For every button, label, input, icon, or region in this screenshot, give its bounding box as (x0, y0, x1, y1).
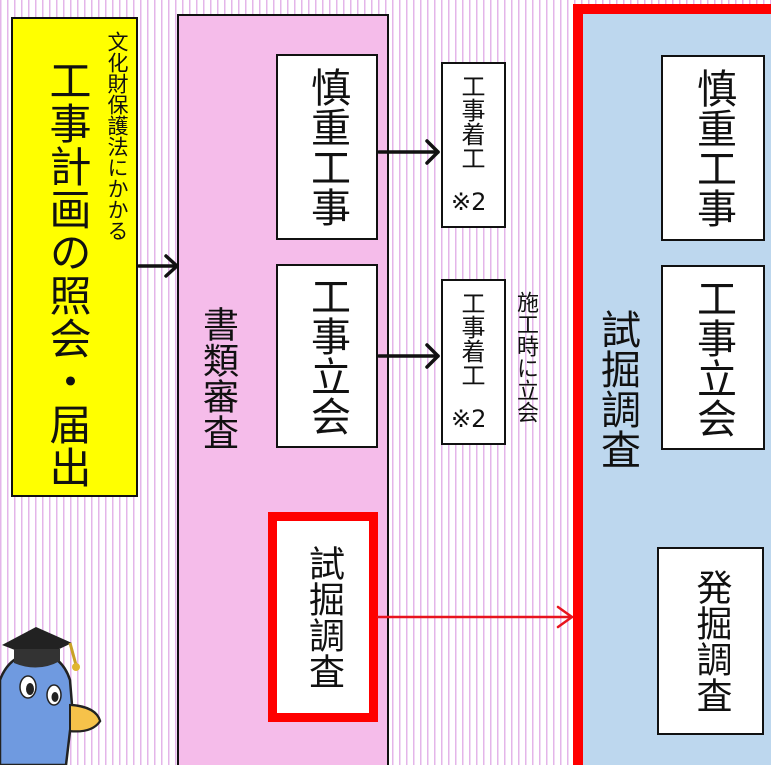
construction-start-box-1: 工事着工 ※2 (441, 62, 506, 228)
work-attendance-label: 工事立会 (304, 276, 350, 436)
document-review-label: 書類審査 (197, 306, 238, 450)
arrow-careful-to-start-head (425, 139, 440, 165)
arrow-trial-to-column-head (556, 605, 574, 629)
construction-start-box-2: 工事着工 ※2 (441, 279, 506, 445)
careful-work-label: 慎重工事 (304, 67, 350, 227)
excavation-box: 発掘調査 (657, 547, 764, 735)
right-careful-work-label: 慎重工事 (690, 68, 736, 228)
inquiry-subtitle: 文化財保護法にかかる (105, 31, 129, 241)
excavation-label: 発掘調査 (690, 569, 732, 713)
construction-start-label-2: 工事着工 (457, 291, 485, 387)
construction-start-note-2: ※2 (451, 405, 487, 433)
right-work-attendance-label: 工事立会 (690, 277, 736, 438)
attendance-during-construction-note: 施工時に立会 (513, 291, 538, 423)
construction-start-label-1: 工事着工 (457, 74, 485, 170)
inquiry-title: 工事計画の照会・届出 (43, 59, 92, 489)
right-work-attendance-box: 工事立会 (661, 265, 765, 450)
arrow-inquiry-to-review-head (164, 254, 179, 278)
arrow-attend-to-start-head (425, 343, 440, 369)
mascot-duck-icon (0, 627, 102, 765)
work-attendance-box: 工事立会 (276, 264, 378, 448)
construction-start-note-1: ※2 (451, 188, 487, 216)
trial-dig-column-title: 試掘調査 (594, 309, 640, 469)
inquiry-box: 文化財保護法にかかる 工事計画の照会・届出 (11, 17, 138, 497)
right-careful-work-box: 慎重工事 (661, 55, 765, 241)
trial-dig-label: 試掘調査 (303, 545, 344, 689)
trial-dig-box: 試掘調査 (268, 512, 378, 722)
careful-work-box: 慎重工事 (276, 54, 378, 240)
